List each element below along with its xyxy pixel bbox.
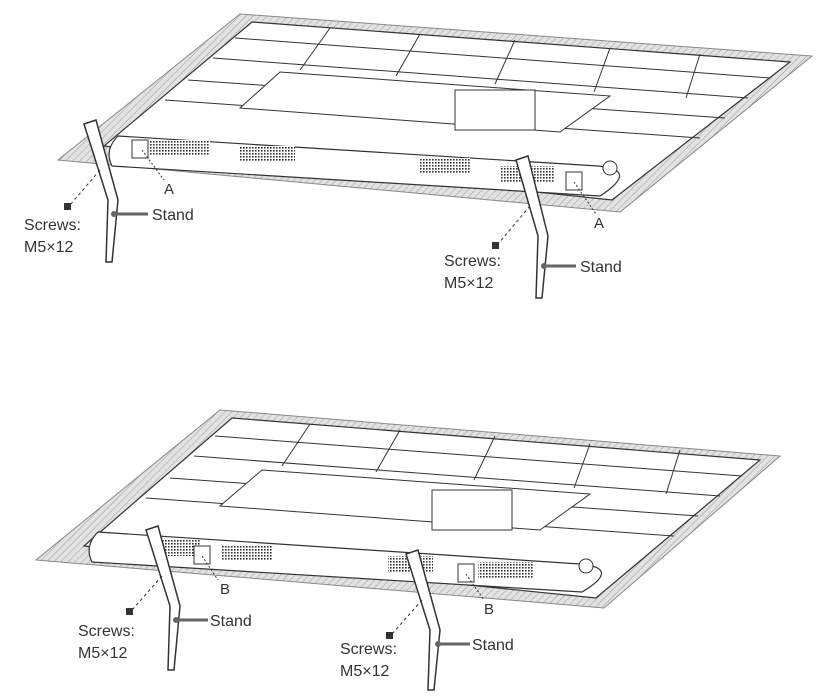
- label-b-right: B: [484, 601, 494, 618]
- vent-mid2: [420, 158, 470, 174]
- mount-bracket-left: [193, 545, 211, 565]
- knob-icon: [578, 558, 594, 574]
- stand-label: Stand: [580, 259, 622, 276]
- stand-label: Stand: [472, 637, 514, 654]
- io-box: [431, 489, 513, 531]
- screws-label: Screws:: [24, 217, 81, 234]
- screws-spec: M5×12: [78, 645, 127, 662]
- step-bottom-panel: B B Screws: M5×12 Stand Screws: M5×12 St…: [34, 409, 782, 691]
- screws-spec: M5×12: [340, 663, 389, 680]
- step-top-panel: A A Screws: M5×12 Stand Screws: M5×12 St…: [24, 13, 814, 299]
- stand-left: [64, 119, 148, 263]
- screws-label: Screws:: [444, 253, 501, 270]
- screw-icon: [126, 608, 133, 615]
- stand-right: [386, 549, 470, 691]
- screws-spec: M5×12: [24, 239, 73, 256]
- screws-spec: M5×12: [444, 275, 493, 292]
- screws-label: Screws:: [78, 623, 135, 640]
- vent-left: [150, 140, 210, 156]
- stand-left: [126, 525, 208, 671]
- label-a-left: A: [164, 181, 174, 198]
- screws-label: Screws:: [340, 641, 397, 658]
- io-box: [454, 89, 536, 131]
- screw-icon: [64, 203, 71, 210]
- label-b-left: B: [220, 581, 230, 598]
- stand-right: [492, 155, 576, 299]
- mount-bracket-right: [457, 563, 475, 583]
- vent-right: [478, 562, 533, 578]
- screw-icon: [492, 242, 499, 249]
- label-a-right: A: [594, 215, 604, 232]
- mount-bracket-left: [131, 139, 149, 159]
- vent-mid: [240, 146, 295, 162]
- vent-mid: [222, 545, 272, 561]
- stand-label: Stand: [210, 613, 252, 630]
- screw-icon: [386, 632, 393, 639]
- stand-label: Stand: [152, 207, 194, 224]
- vent-left: [160, 540, 200, 556]
- mount-bracket-right: [565, 171, 583, 191]
- knob-icon: [602, 160, 618, 176]
